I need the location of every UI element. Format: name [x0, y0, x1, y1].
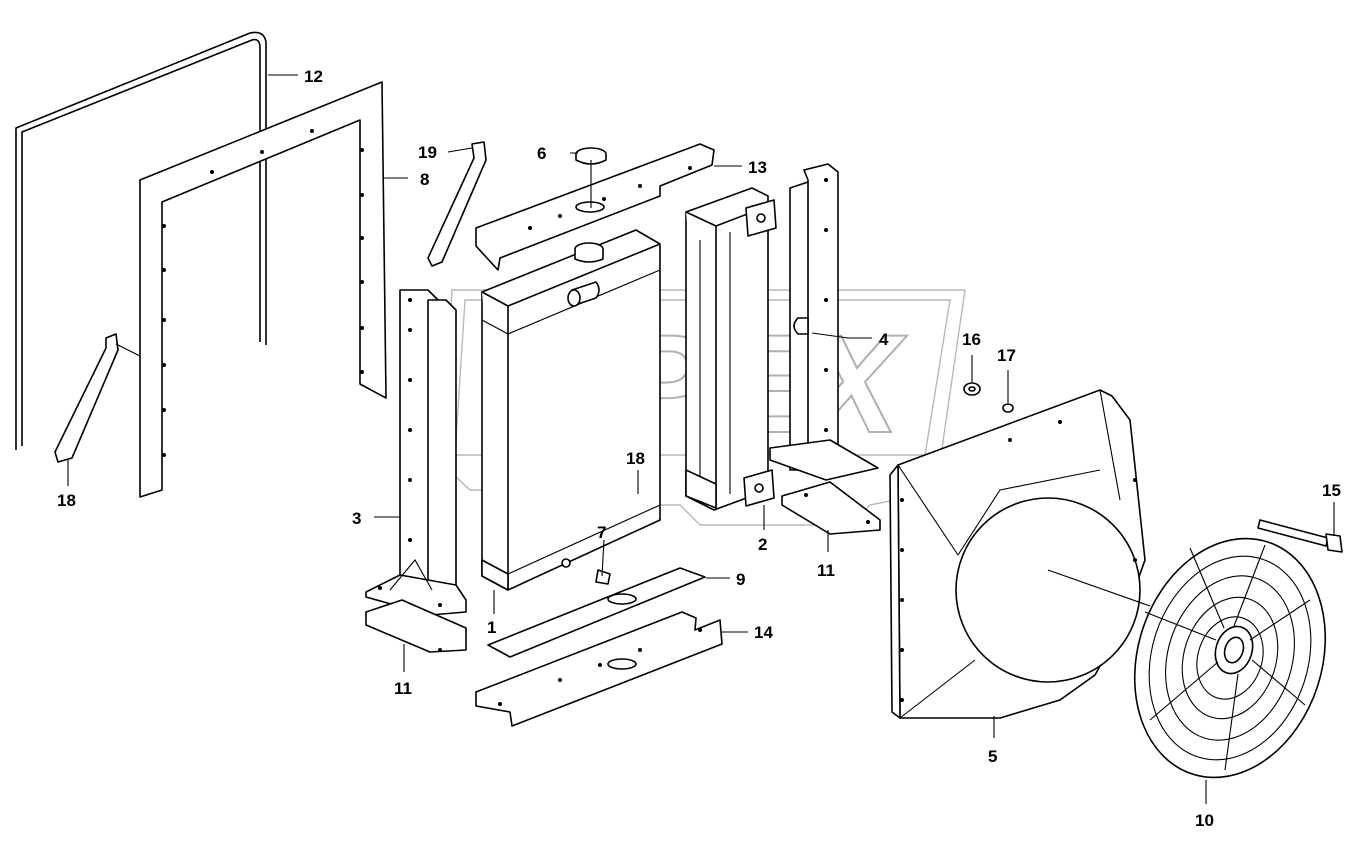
- oil-cooler-part: [685, 187, 777, 511]
- bolt-part: [1257, 519, 1343, 553]
- left-side-bracket-part: [365, 289, 467, 653]
- callout-11-left: 11: [394, 679, 412, 698]
- stay-rod-lower-part: [54, 333, 119, 463]
- callout-8: 8: [420, 170, 429, 189]
- callout-9: 9: [736, 570, 745, 589]
- callout-18-left: 18: [57, 491, 76, 510]
- callout-13: 13: [748, 158, 767, 177]
- top-bracket-part: [475, 143, 715, 271]
- callout-16: 16: [962, 330, 981, 349]
- callout-14: 14: [754, 623, 773, 642]
- callout-4: 4: [879, 330, 889, 349]
- filler-cap-part: [575, 147, 607, 165]
- washer-part: [1002, 403, 1014, 413]
- leader-lines: [67, 74, 1335, 804]
- fan-guard-part: [1133, 537, 1327, 779]
- callout-12: 12: [304, 67, 323, 86]
- bottom-bracket-part: [475, 611, 723, 727]
- gasket-frame-part: [139, 81, 387, 498]
- drain-valve-part: [595, 569, 611, 585]
- bottom-gasket-part: [487, 567, 706, 658]
- callout-11-right: 11: [817, 561, 835, 580]
- callout-18-mid: 18: [626, 449, 645, 468]
- nut-part: [963, 382, 981, 396]
- radiator-core-part: [481, 229, 661, 591]
- callout-3: 3: [352, 509, 361, 528]
- seal-strip-part: [15, 31, 267, 450]
- right-side-bracket-part: [769, 163, 881, 535]
- callout-6: 6: [537, 144, 546, 163]
- callout-labels: 12 8 19 6 13 4 16 17 18 3 7 9 14 1 2 11 …: [57, 67, 1341, 830]
- callout-5: 5: [988, 747, 997, 766]
- callout-7: 7: [597, 523, 606, 542]
- callout-1: 1: [487, 618, 496, 637]
- callout-15: 15: [1322, 481, 1341, 500]
- callout-2: 2: [758, 535, 767, 554]
- callout-17: 17: [997, 346, 1016, 365]
- callout-10: 10: [1195, 811, 1214, 830]
- fan-shroud-part: [889, 389, 1146, 719]
- stay-rod-upper-part: [427, 141, 487, 267]
- callout-19: 19: [418, 143, 437, 162]
